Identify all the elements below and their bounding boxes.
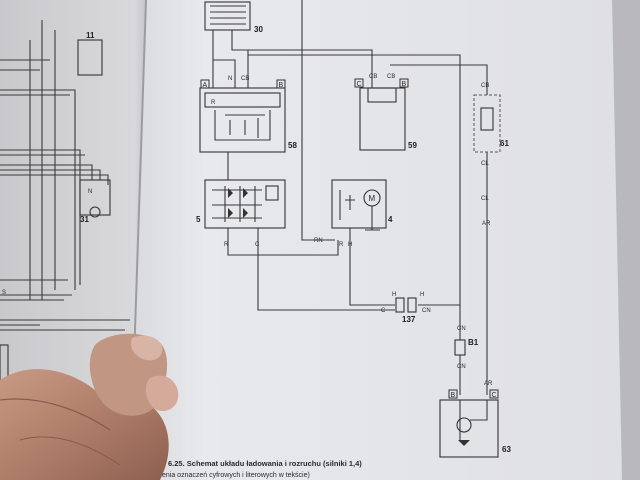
wire-label-ar-61: AR: [482, 221, 491, 227]
wire-label-cb-58: CB: [241, 76, 249, 82]
finger-tip: [145, 375, 179, 412]
wire-label-cb-59b: CB: [387, 74, 395, 80]
wire-label-rn-4: RN: [314, 238, 323, 244]
wire-label-h-137a: H: [392, 292, 396, 298]
wire-label-c-5: C: [255, 242, 260, 248]
wire-label-cn-b1: CN: [457, 326, 466, 332]
wire-label-n-31: N: [88, 189, 92, 195]
component-4-box: [331, 179, 387, 229]
component-5-number: 5: [196, 215, 201, 224]
component-58-number: 58: [288, 141, 297, 150]
figure-caption-line1: 6.25. Schemat układu ładowania i rozruch…: [168, 459, 362, 468]
right-page: [130, 0, 622, 480]
component-4-number: 4: [388, 215, 393, 224]
wire-label-cb-61: CB: [481, 83, 489, 89]
motor-label: M: [369, 194, 376, 203]
wire-label-ar-63: AR: [484, 381, 493, 387]
connector-b-label-63: B: [451, 392, 456, 399]
wire-label-cn-63: CN: [457, 364, 466, 370]
wire-labels: R N CB CB CB CB CL CL AR R C RN R H H H …: [2, 74, 493, 387]
wire-label-cn-137: CN: [422, 308, 431, 314]
connector-a-label: A: [203, 82, 208, 89]
lamp-symbol: [456, 417, 472, 433]
hand: [0, 333, 179, 480]
component-137-right: [407, 297, 417, 313]
component-59-number: 59: [408, 141, 417, 150]
wiring-lines: [212, 0, 488, 395]
wire-label-h-4: H: [348, 242, 352, 248]
left-page-diagram: [0, 20, 130, 386]
component-63-box: [439, 399, 499, 458]
wire-label-cl-61: CL: [481, 161, 489, 167]
connector-b1-label: B1: [468, 338, 479, 347]
component-30-box: [204, 1, 251, 31]
figure-caption-line2: enia oznaczeń cyfrowych i literowych w t…: [162, 472, 310, 479]
connector-b-label-58: B: [279, 82, 284, 89]
component-5-box: [204, 179, 286, 229]
wire-label-cl-61b: CL: [481, 196, 489, 202]
component-30-number: 30: [254, 25, 263, 34]
wire-label-r-58: R: [211, 100, 216, 106]
connector-c-label-59: C: [357, 81, 362, 88]
wire-label-h-137b: H: [420, 292, 424, 298]
component-11-number: 11: [86, 31, 95, 40]
component-61-box: [473, 94, 501, 153]
wire-label-s-left: S: [2, 290, 6, 296]
component-137-number: 137: [402, 315, 416, 324]
component-61-number: 61: [500, 139, 509, 148]
component-31-number: 31: [80, 215, 89, 224]
component-137-left: [395, 297, 405, 313]
component-58-box: [199, 87, 286, 153]
connector-b1: [454, 339, 466, 356]
connector-c-label-63: C: [492, 392, 497, 399]
component-63-number: 63: [502, 445, 511, 454]
wire-label-cb-59a: CB: [369, 74, 377, 80]
wire-label-n-58: N: [228, 76, 232, 82]
connector-b-label-59: B: [402, 81, 407, 88]
wire-label-r-5: R: [224, 242, 229, 248]
thumbnail: [130, 335, 163, 361]
wire-label-c-137: C: [381, 308, 386, 314]
wire-label-r-4: R: [339, 242, 344, 248]
